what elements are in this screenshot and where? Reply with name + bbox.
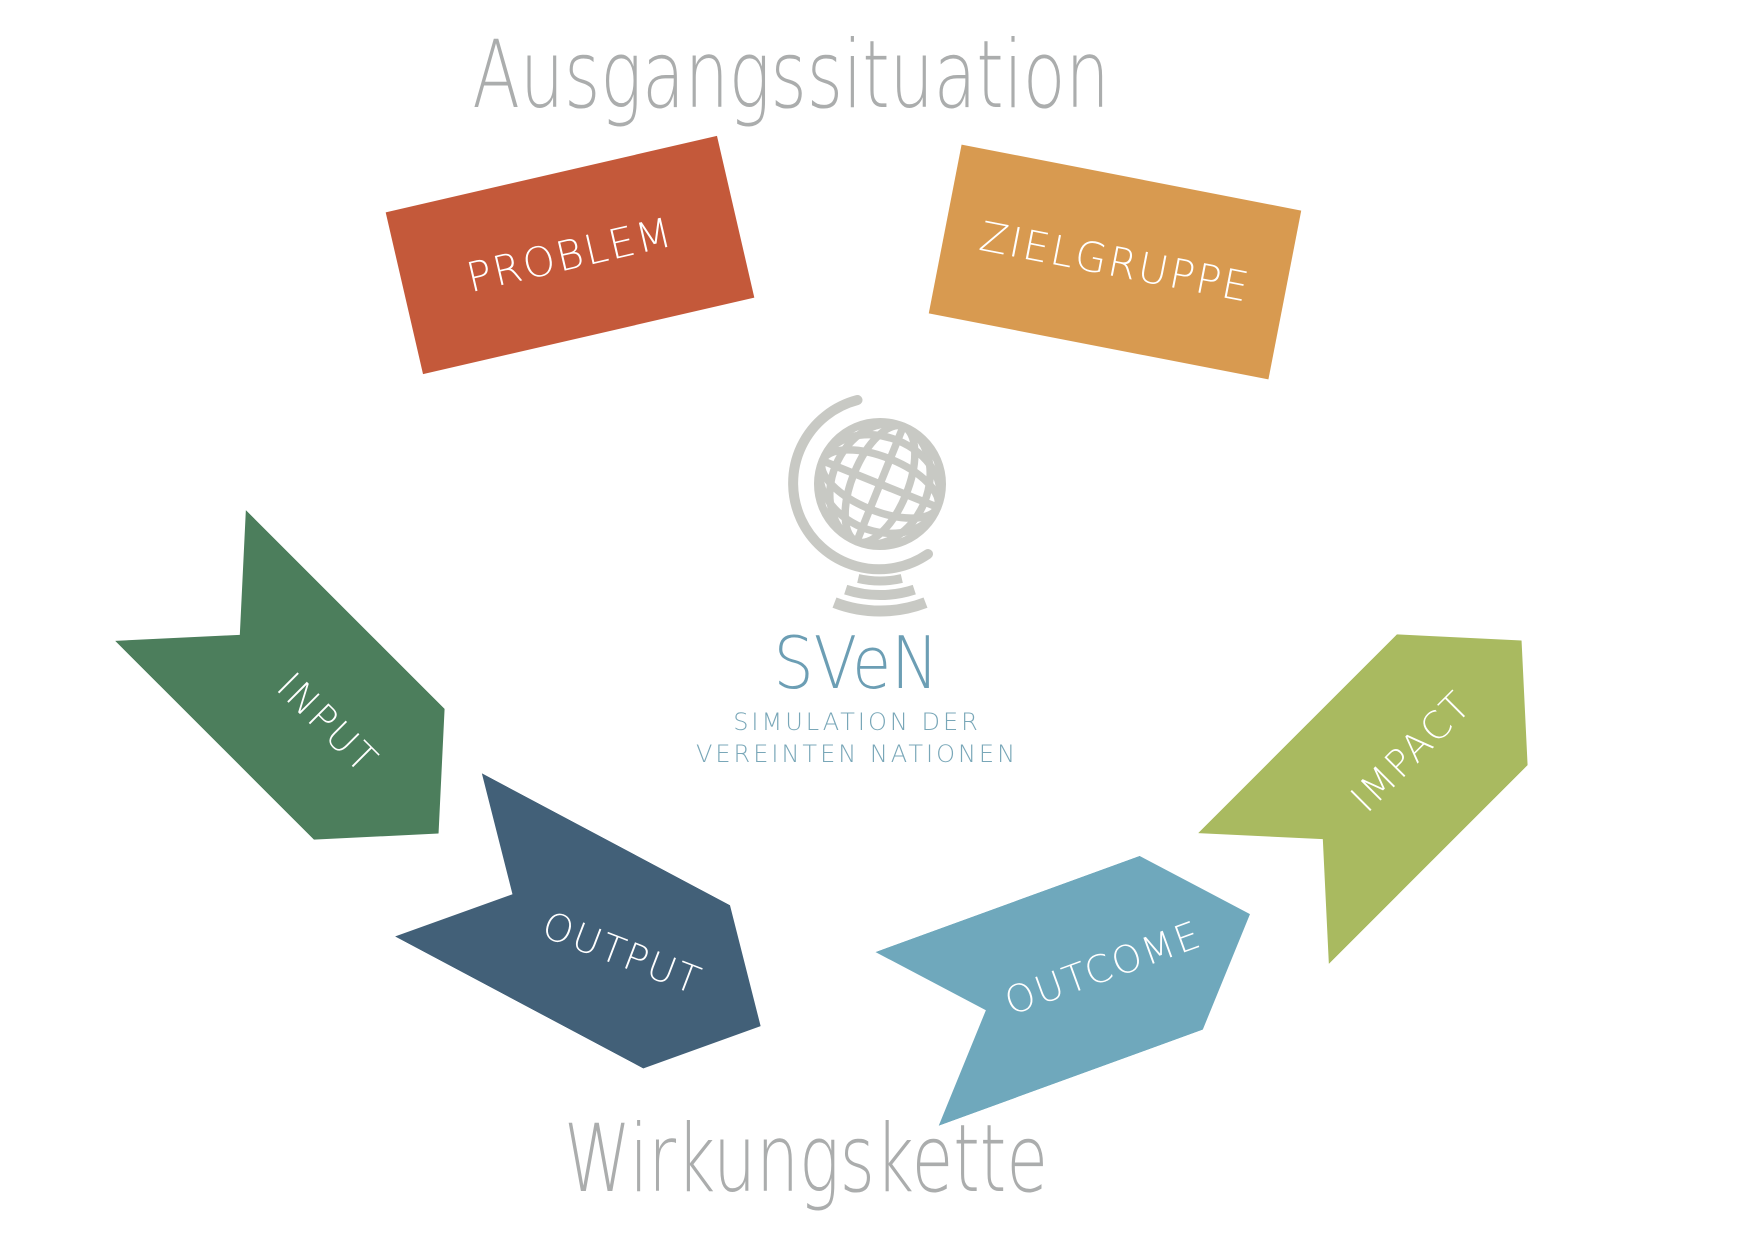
globe-base-arcs (832, 574, 928, 617)
sven-wordmark: SVeN (762, 621, 950, 705)
globe-stand-arc (788, 395, 933, 575)
zielgruppe-box: ZIELGRUPPE (928, 144, 1302, 380)
impact-chevron-arrow: IMPACT (1198, 575, 1587, 964)
input-chevron-label: INPUT (268, 663, 388, 783)
outcome-chevron-label: OUTCOME (998, 911, 1208, 1024)
globe-wireframe (814, 418, 946, 550)
output-chevron-arrow: OUTPUT (395, 773, 804, 1108)
problem-box-label: PROBLEM (462, 207, 678, 303)
input-chevron-arrow: INPUT (115, 510, 504, 899)
output-chevron-label: OUTPUT (536, 902, 709, 1004)
outcome-chevron-arrow: OUTCOME (875, 827, 1281, 1126)
section-title-ausgangssituation: Ausgangssituation (360, 20, 1221, 133)
sven-subtitle: SIMULATION DER VEREINTEN NATIONEN (696, 706, 1018, 770)
section-title-wirkungskette-text: Wirkungskette (564, 1105, 1048, 1214)
zielgruppe-box-label: ZIELGRUPPE (975, 212, 1255, 312)
desk-globe-icon (788, 395, 946, 617)
sven-subtitle-line1: SIMULATION DER (733, 708, 981, 736)
impact-chevron-label: IMPACT (1341, 681, 1481, 821)
sven-subtitle-line2: VEREINTEN NATIONEN (695, 740, 1019, 768)
section-title-wirkungskette: Wirkungskette (470, 1104, 1142, 1217)
problem-box: PROBLEM (385, 135, 755, 375)
section-title-ausgangssituation-text: Ausgangssituation (472, 21, 1110, 130)
sven-wordmark-text: SVeN (773, 621, 939, 705)
